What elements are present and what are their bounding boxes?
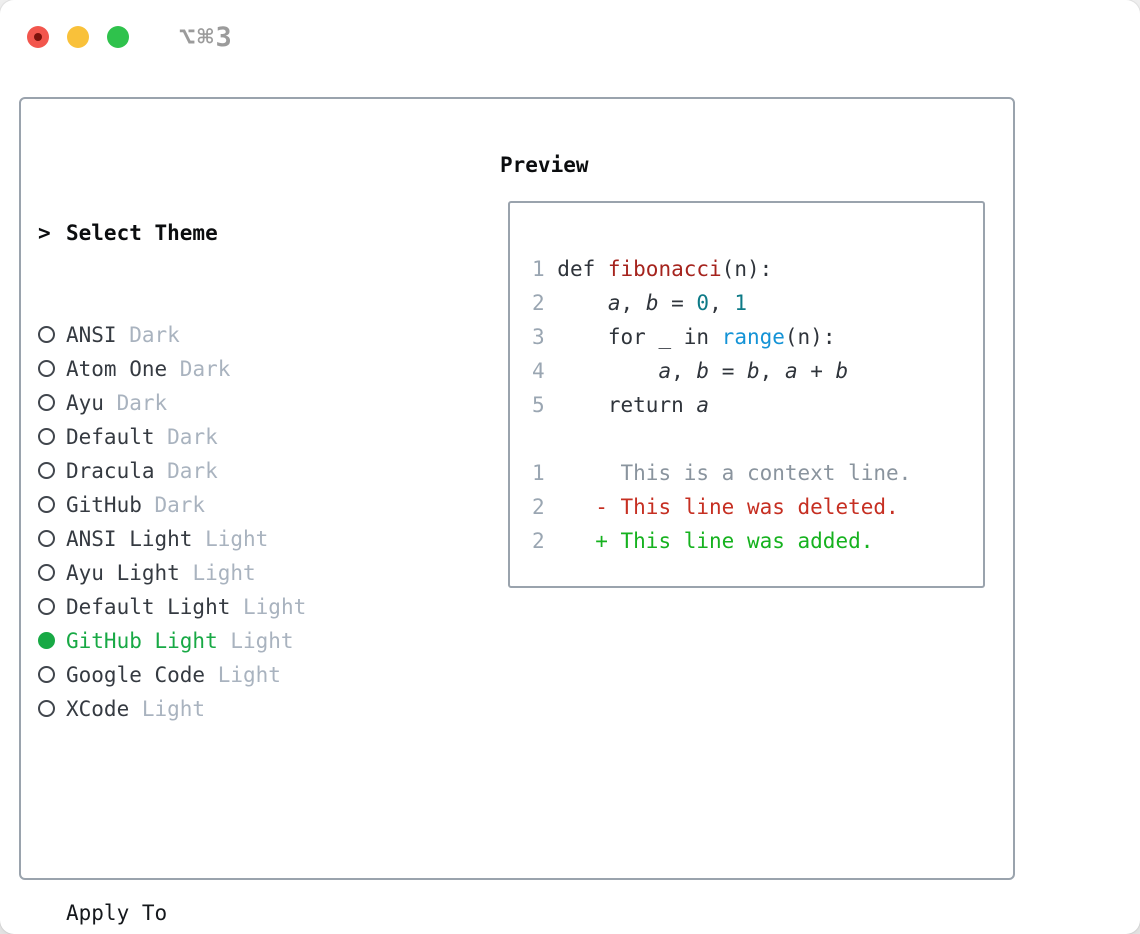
theme-variant: Dark: [154, 459, 218, 483]
radio-icon: [38, 495, 55, 513]
radio-icon: [38, 529, 55, 547]
code-line: 2 a, b = 0, 1: [532, 291, 748, 315]
theme-option[interactable]: Dracula Dark: [38, 454, 392, 488]
theme-variant: Dark: [167, 357, 231, 381]
radio-icon: [38, 563, 55, 581]
select-theme-header: > Select Theme: [38, 216, 392, 250]
radio-icon: [38, 665, 55, 683]
code-line: 2 - This line was deleted.: [532, 495, 899, 519]
theme-variant: Light: [205, 663, 281, 687]
radio-icon: [38, 699, 55, 717]
code-line: 5 return a: [532, 393, 710, 417]
theme-name: Ayu Light: [66, 561, 180, 585]
spacer: [38, 794, 392, 828]
radio-icon: [38, 325, 55, 343]
theme-name: XCode: [66, 697, 130, 721]
radio-icon: [38, 597, 55, 615]
theme-option[interactable]: XCode Light: [38, 692, 392, 726]
theme-option[interactable]: GitHub Light Light: [38, 624, 392, 658]
theme-name: Google Code: [66, 663, 206, 687]
select-theme-title: Select Theme: [66, 221, 218, 245]
radio-icon: [38, 461, 55, 479]
theme-name: Default: [66, 425, 155, 449]
code-line: 1 This is a context line.: [532, 461, 912, 485]
window-title: ⌥⌘3: [179, 21, 234, 53]
apply-to-title: Apply To: [66, 901, 168, 925]
preview-box: 1 def fibonacci(n): 2 a, b = 0, 1 3 for _ …: [508, 201, 985, 588]
code-line: 3 for _ in range(n):: [532, 325, 836, 349]
theme-option[interactable]: Ayu Light Light: [38, 556, 392, 590]
theme-variant: Dark: [154, 425, 218, 449]
theme-option[interactable]: Atom One Dark: [38, 352, 392, 386]
radio-selected-icon: [38, 631, 55, 649]
theme-name: Dracula: [66, 459, 155, 483]
theme-option[interactable]: ANSI Dark: [38, 318, 392, 352]
theme-variant: Dark: [103, 391, 168, 415]
close-button[interactable]: [27, 26, 49, 48]
minimize-button[interactable]: [67, 26, 89, 48]
apply-to-header: Apply To: [38, 896, 392, 930]
focus-cursor-icon: >: [38, 221, 51, 245]
preview-title: Preview: [500, 153, 589, 177]
titlebar: ⌥⌘3: [27, 22, 234, 53]
theme-variant: Dark: [141, 493, 206, 517]
theme-variant: Light: [217, 629, 294, 653]
theme-option[interactable]: ANSI Light Light: [38, 522, 392, 556]
theme-option[interactable]: Ayu Dark: [38, 386, 392, 420]
radio-icon: [38, 359, 55, 377]
theme-name: GitHub Light: [66, 629, 218, 653]
app-panel: [19, 97, 1015, 880]
theme-name: Ayu: [66, 391, 104, 415]
theme-name: Atom One: [66, 357, 168, 381]
theme-name: ANSI: [66, 323, 117, 347]
theme-option[interactable]: Default Dark: [38, 420, 392, 454]
radio-icon: [38, 393, 55, 411]
theme-name: ANSI Light: [66, 527, 193, 551]
radio-icon: [38, 427, 55, 445]
zoom-button[interactable]: [107, 26, 129, 48]
theme-variant: Light: [129, 697, 206, 721]
theme-variant: Dark: [116, 323, 180, 347]
theme-option[interactable]: GitHub Dark: [38, 488, 392, 522]
theme-variant: Light: [179, 561, 256, 585]
theme-variant: Light: [192, 527, 269, 551]
code-line: 2 + This line was added.: [532, 529, 874, 553]
code-line: 1 def fibonacci(n):: [532, 257, 773, 281]
theme-option[interactable]: Default Light Light: [38, 590, 392, 624]
code-line: [532, 422, 983, 456]
theme-name: GitHub: [66, 493, 142, 517]
code-line: 4 a, b = b, a + b: [532, 359, 849, 383]
theme-option[interactable]: Google Code Light: [38, 658, 392, 692]
theme-name: Default Light: [66, 595, 231, 619]
theme-variant: Light: [230, 595, 307, 619]
